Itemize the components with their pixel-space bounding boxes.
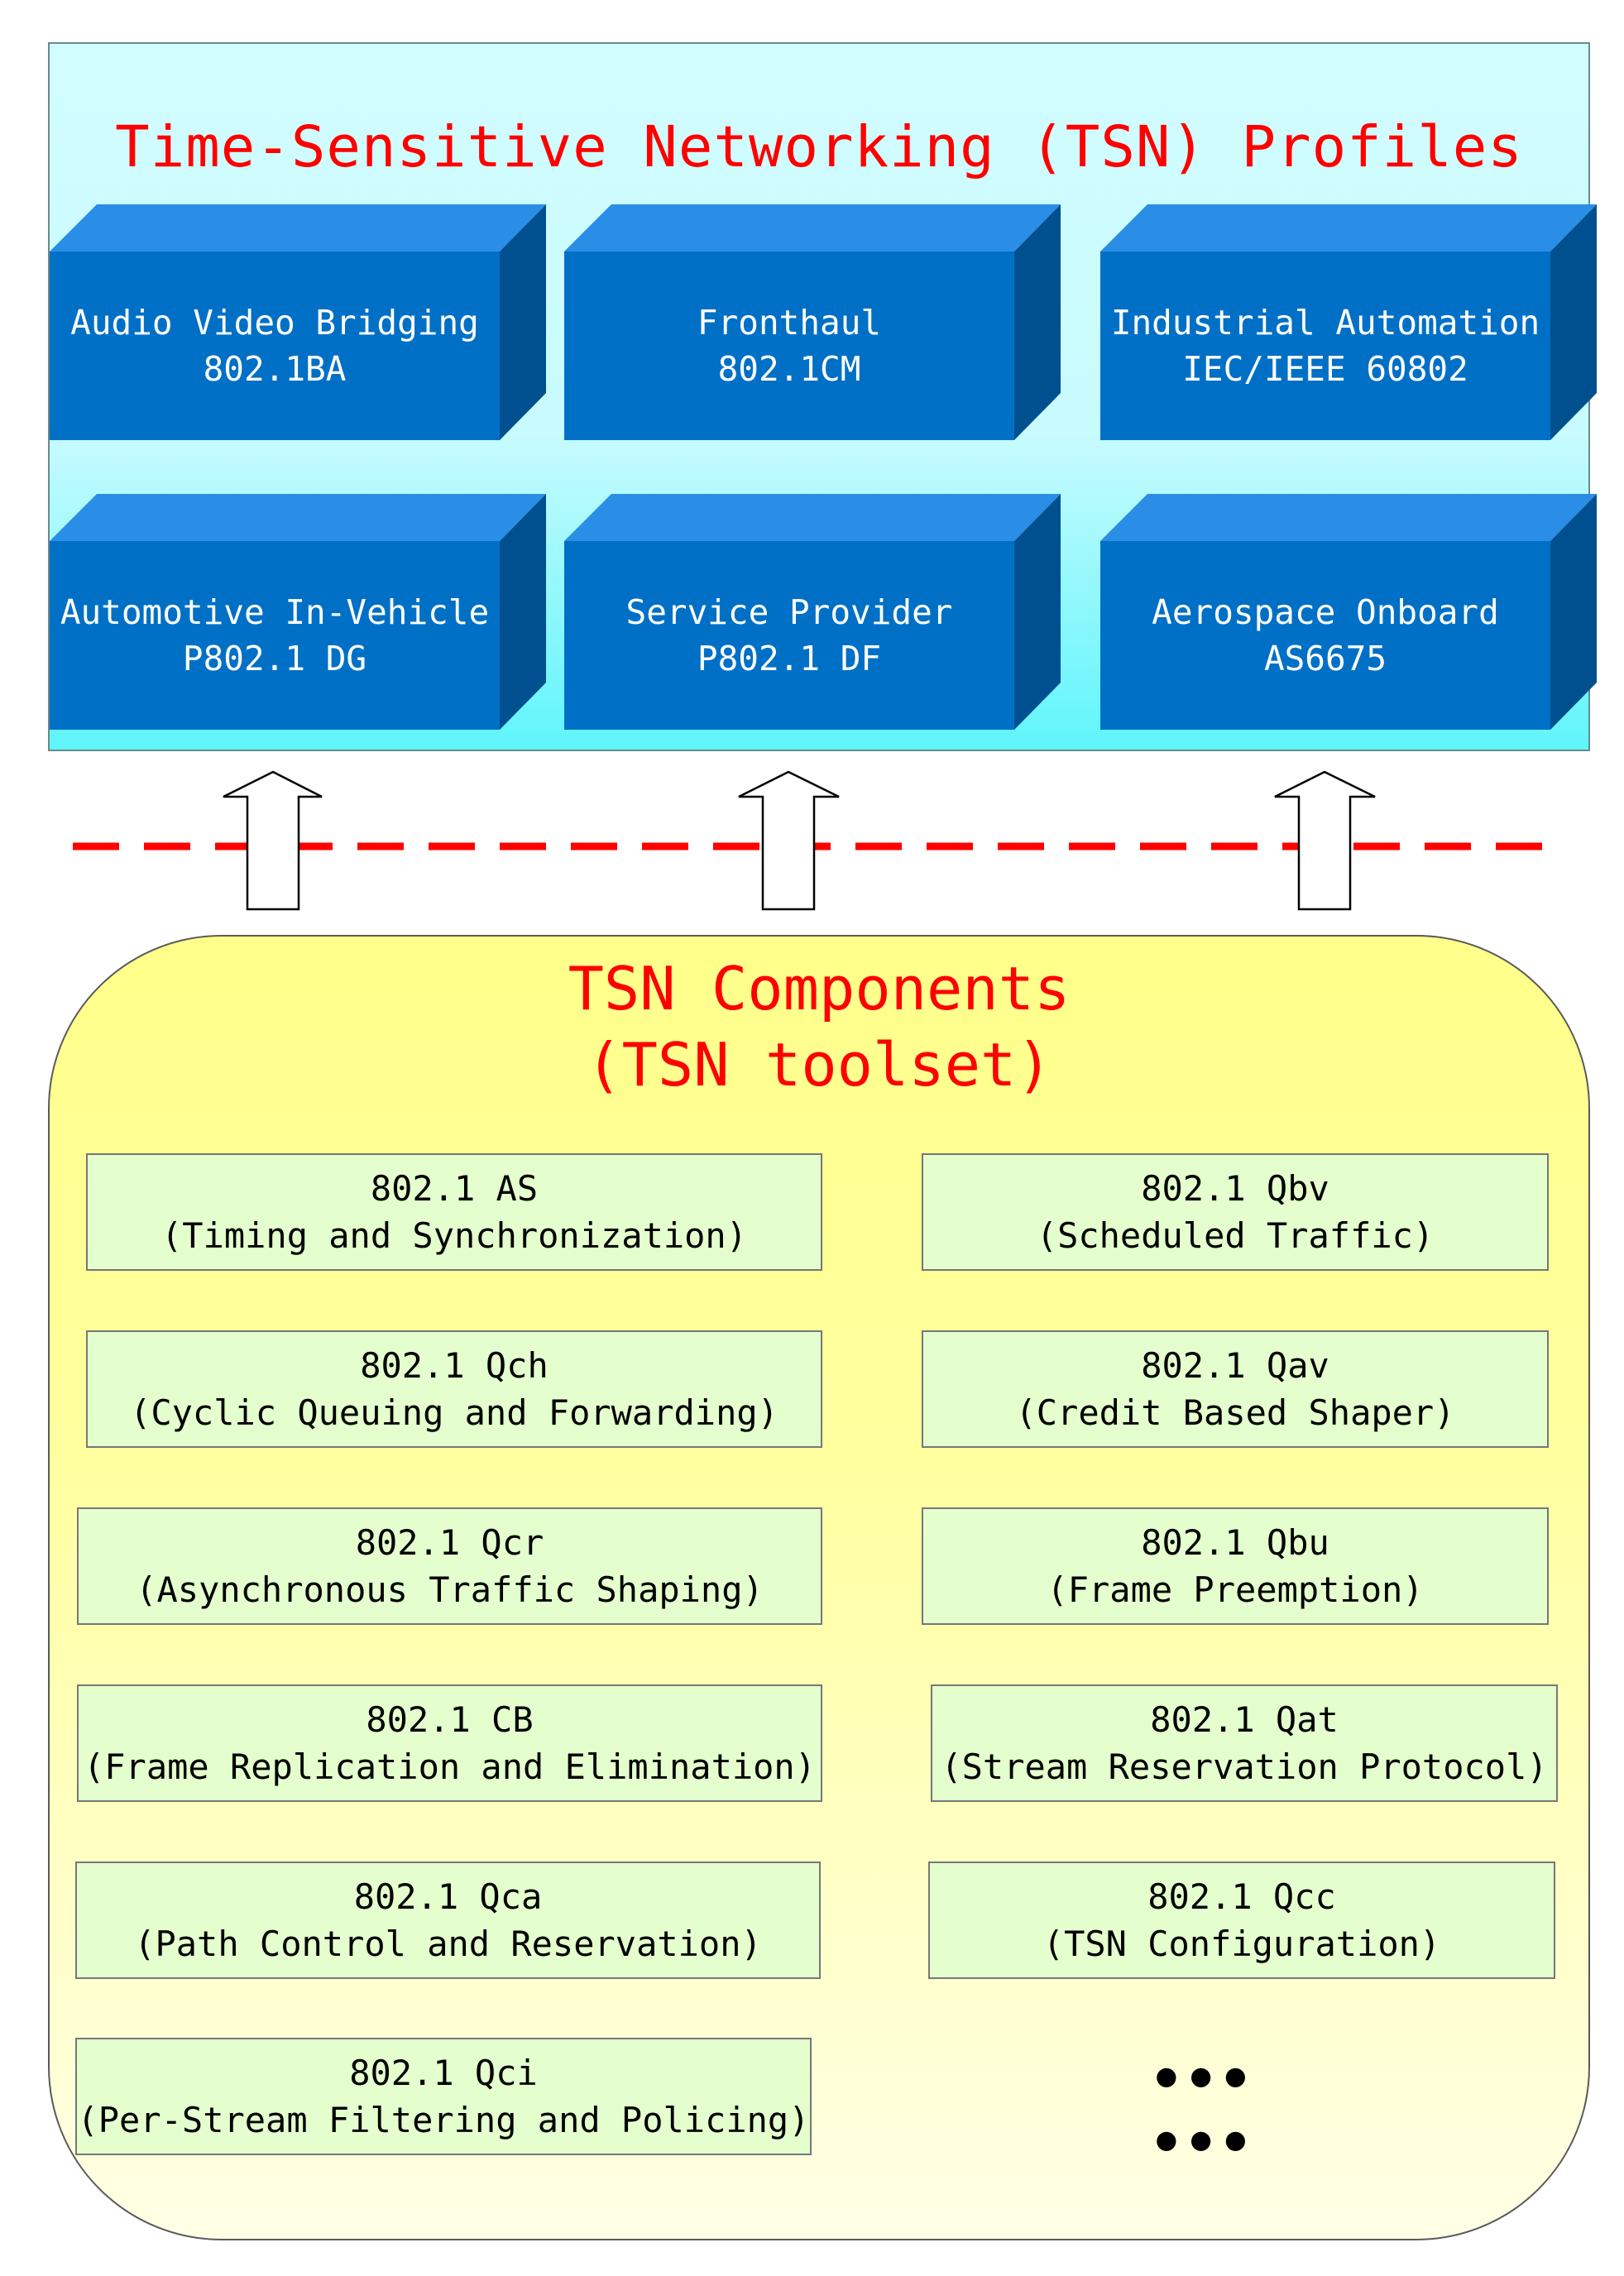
cube-shape [50, 494, 546, 730]
up-arrow-right [1274, 770, 1376, 911]
component-code: 802.1 Qcr [355, 1522, 544, 1563]
profile-code: IEC/IEEE 60802 [1182, 349, 1468, 389]
component-code: 802.1 Qca [353, 1876, 543, 1917]
component-desc: (Frame Preemption) [1047, 1569, 1424, 1610]
profile-code: P802.1 DG [182, 639, 367, 678]
profile-name: Automotive In-Vehicle [60, 592, 490, 632]
component-desc: (Stream Reservation Protocol) [941, 1747, 1548, 1787]
up-arrow-left [223, 770, 323, 911]
profile-name: Aerospace Onboard [1152, 592, 1499, 632]
connector-layer [73, 770, 1547, 911]
component-code: 802.1 Qat [1150, 1699, 1339, 1740]
component-desc: (Timing and Synchronization) [160, 1215, 747, 1256]
profile-name: Industrial Automation [1110, 303, 1540, 343]
cube-shape [1100, 204, 1597, 440]
component-box-802-1-qbv: 802.1 Qbv (Scheduled Traffic) [922, 1153, 1549, 1271]
profile-box-aerospace-onboard: Aerospace Onboard AS6675 [1100, 494, 1597, 730]
component-desc: (Per-Stream Filtering and Policing) [77, 2100, 810, 2140]
profile-box-fronthaul: Fronthaul 802.1CM [564, 204, 1061, 440]
component-box-802-1-qcc: 802.1 Qcc (TSN Configuration) [928, 1862, 1555, 1979]
component-box-802-1-qat: 802.1 Qat (Stream Reservation Protocol) [931, 1684, 1558, 1802]
profiles-panel: Time-Sensitive Networking (TSN) Profiles… [48, 42, 1597, 751]
component-box-802-1-as: 802.1 AS (Timing and Synchronization) [86, 1153, 822, 1271]
component-code: 802.1 Qcc [1147, 1876, 1336, 1917]
component-box-802-1-qch: 802.1 Qch (Cyclic Queuing and Forwarding… [86, 1330, 822, 1448]
component-desc: (Cyclic Queuing and Forwarding) [130, 1392, 778, 1433]
cube-shape [564, 204, 1061, 440]
component-desc: (Credit Based Shaper) [1015, 1392, 1455, 1433]
up-arrow-middle [738, 770, 840, 911]
component-code: 802.1 Qbv [1141, 1168, 1329, 1209]
profile-box-audio-video-bridging: Audio Video Bridging 802.1BA [50, 204, 546, 440]
component-code: 802.1 Qch [360, 1345, 549, 1386]
cube-shape [50, 204, 546, 440]
profile-name: Audio Video Bridging [70, 303, 479, 343]
profile-box-industrial-automation: Industrial Automation IEC/IEEE 60802 [1100, 204, 1597, 440]
profile-code: AS6675 [1263, 639, 1387, 678]
components-subtitle: (TSN toolset) [586, 1030, 1052, 1100]
component-code: 802.1 Qci [349, 2053, 538, 2093]
components-title: TSN Components [568, 954, 1071, 1023]
profile-name: Service Provider [625, 592, 953, 632]
profile-name: Fronthaul [697, 303, 882, 343]
component-box-802-1-qbu: 802.1 Qbu (Frame Preemption) [922, 1507, 1549, 1625]
component-box-802-1-qcr: 802.1 Qcr (Asynchronous Traffic Shaping) [77, 1507, 822, 1625]
component-box-802-1-qca: 802.1 Qca (Path Control and Reservation) [75, 1862, 821, 1979]
cube-shape [564, 494, 1061, 730]
cube-shape [1100, 494, 1597, 730]
profile-box-automotive-in-vehicle: Automotive In-Vehicle P802.1 DG [50, 494, 546, 730]
component-box-802-1-qav: 802.1 Qav (Credit Based Shaper) [922, 1330, 1549, 1448]
component-code: 802.1 AS [370, 1168, 539, 1209]
more-components-ellipsis: ••• ••• [1150, 2048, 1254, 2175]
profile-code: 802.1CM [717, 349, 861, 389]
component-desc: (Path Control and Reservation) [134, 1924, 762, 1964]
component-code: 802.1 Qav [1141, 1345, 1329, 1386]
profile-code: P802.1 DF [697, 639, 882, 678]
component-box-802-1-qci: 802.1 Qci (Per-Stream Filtering and Poli… [75, 2038, 812, 2155]
component-code: 802.1 CB [366, 1699, 534, 1740]
profile-box-service-provider: Service Provider P802.1 DF [564, 494, 1061, 730]
component-box-802-1-cb: 802.1 CB (Frame Replication and Eliminat… [77, 1684, 822, 1802]
profiles-title: Time-Sensitive Networking (TSN) Profiles [115, 114, 1523, 180]
component-desc: (Asynchronous Traffic Shaping) [136, 1569, 764, 1610]
component-desc: (Scheduled Traffic) [1036, 1215, 1435, 1256]
component-desc: (TSN Configuration) [1042, 1924, 1441, 1964]
component-desc: (Frame Replication and Elimination) [83, 1747, 816, 1787]
profile-code: 802.1BA [203, 349, 347, 389]
component-code: 802.1 Qbu [1141, 1522, 1329, 1563]
